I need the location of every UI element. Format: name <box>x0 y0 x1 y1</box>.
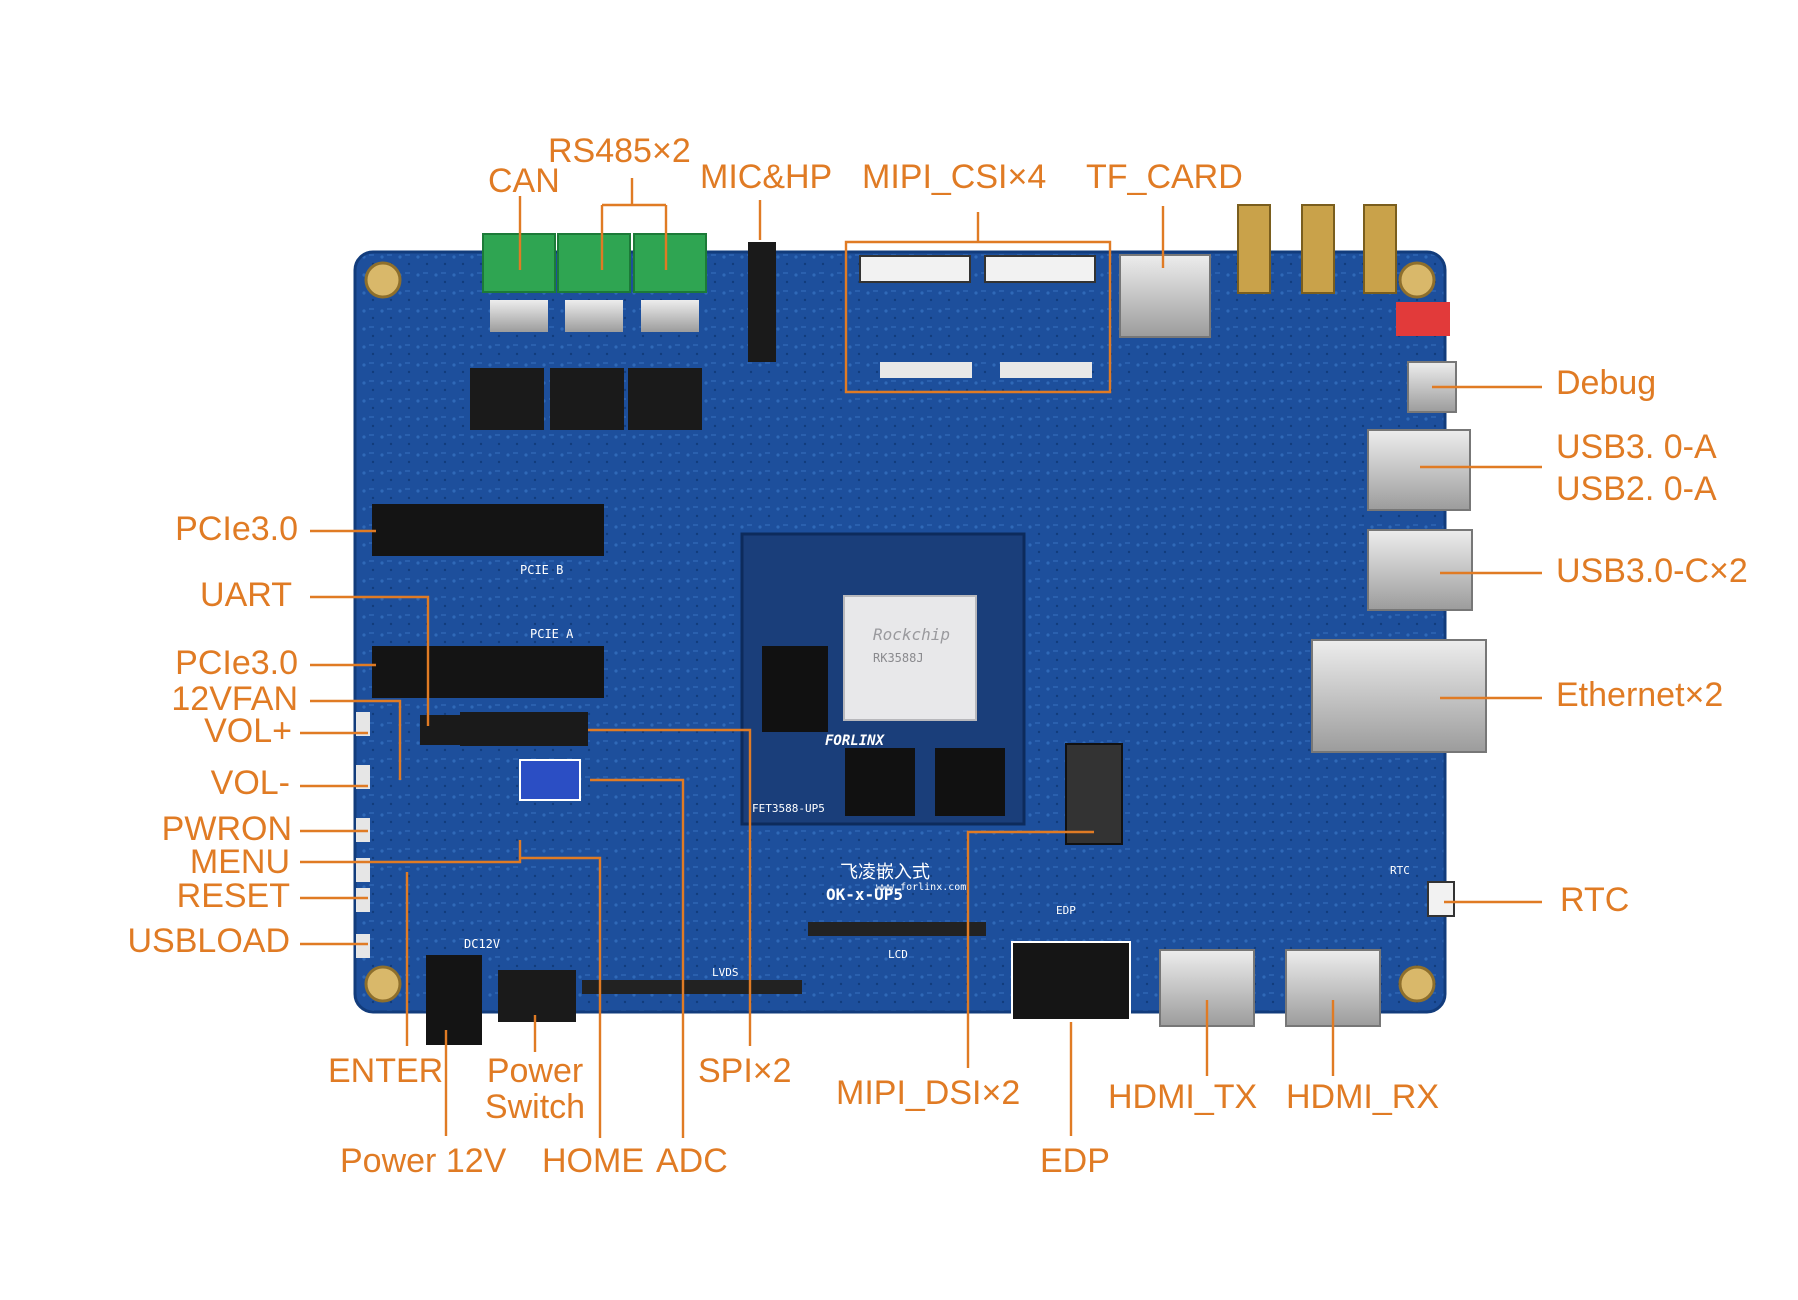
antenna-connectors <box>1237 204 1397 294</box>
label-power12v: Power 12V <box>340 1142 507 1180</box>
label-rs485: RS485×2 <box>548 132 691 170</box>
mipi-dsi-connectors <box>1065 743 1123 845</box>
label-hdmi-tx: HDMI_TX <box>1108 1078 1258 1116</box>
label-mipi-dsi: MIPI_DSI×2 <box>836 1074 1021 1112</box>
mount-hole <box>1398 965 1436 1003</box>
label-usb30c: USB3.0-C×2 <box>1556 552 1748 590</box>
adc-pot <box>519 759 581 801</box>
label-adc: ADC <box>656 1142 728 1180</box>
rtc-connector <box>1427 881 1455 917</box>
mount-hole <box>364 965 402 1003</box>
label-pcie-b: PCIe3.0 <box>175 510 298 548</box>
mount-hole <box>364 261 402 299</box>
board-brand: 飞凌嵌入式 <box>840 862 930 883</box>
power-jack <box>426 955 482 1045</box>
lvds-header <box>582 980 802 994</box>
label-reset: RESET <box>176 877 290 915</box>
label-spi: SPI×2 <box>698 1052 792 1090</box>
spi-header <box>460 712 588 746</box>
mic-hp-jack <box>748 242 776 362</box>
silk-pcie-a: PCIE A <box>530 627 574 641</box>
emmc-chip <box>845 748 915 816</box>
board-website: www.forlinx.com <box>876 882 966 893</box>
mipi-csi-connectors <box>859 255 1096 378</box>
pcie-a-slot <box>372 646 604 698</box>
label-menu: MENU <box>189 843 290 881</box>
ddr-chip <box>935 748 1005 816</box>
label-vol-up: VOL+ <box>204 712 292 750</box>
label-edp: EDP <box>1040 1142 1110 1180</box>
pcie-b-slot <box>372 504 604 556</box>
label-power-switch: Power Switch <box>470 1052 600 1126</box>
silk-dc12v: DC12V <box>464 937 500 951</box>
chip-brand: Rockchip <box>873 625 950 644</box>
label-power-switch-line2: Switch <box>484 1087 586 1126</box>
tf-card-slot <box>1119 254 1211 338</box>
label-mic-hp: MIC&HP <box>700 158 833 196</box>
usb-c-ports <box>1367 529 1473 611</box>
label-home: HOME <box>542 1142 644 1180</box>
lcd-header <box>808 922 986 936</box>
usb-a-stack <box>1367 429 1471 511</box>
silk-rtc: RTC <box>1390 864 1410 877</box>
label-usb20a: USB2. 0-A <box>1556 470 1717 508</box>
label-pcie-a: PCIe3.0 <box>175 644 298 682</box>
label-ethernet: Ethernet×2 <box>1556 676 1724 714</box>
terminal-blocks <box>470 233 707 430</box>
leader-lines <box>300 178 1542 1138</box>
silk-lvds: LVDS <box>712 966 739 979</box>
label-debug: Debug <box>1556 364 1657 402</box>
power-switch <box>498 970 576 1022</box>
label-power-switch-line1: Power <box>486 1052 584 1090</box>
som-brand: FORLINX <box>825 733 886 749</box>
mount-hole <box>1398 261 1436 299</box>
label-usbload: USBLOAD <box>127 922 291 960</box>
label-pwron: PWRON <box>161 810 292 848</box>
edp-connector <box>1011 941 1131 1021</box>
label-can: CAN <box>488 162 560 200</box>
label-hdmi-rx: HDMI_RX <box>1286 1078 1440 1116</box>
silk-pcie-b: PCIE B <box>520 563 563 577</box>
label-mipi-csi: MIPI_CSI×4 <box>862 158 1047 196</box>
label-vol-down: VOL- <box>210 764 290 802</box>
uart-header <box>420 715 464 745</box>
ddr-chip <box>762 646 828 732</box>
label-uart: UART <box>200 576 292 614</box>
label-12vfan: 12VFAN <box>171 680 298 718</box>
label-rtc: RTC <box>1560 881 1630 919</box>
label-enter: ENTER <box>328 1052 444 1090</box>
hdmi-tx-port <box>1159 949 1255 1027</box>
chip-model: RK3588J <box>873 651 924 665</box>
label-tf-card: TF_CARD <box>1086 158 1243 196</box>
side-buttons <box>356 712 370 958</box>
debug-connector <box>1396 302 1450 336</box>
label-usb30a: USB3. 0-A <box>1556 428 1717 466</box>
silk-edp: EDP <box>1056 904 1076 917</box>
ethernet-ports <box>1311 639 1487 753</box>
silk-lcd: LCD <box>888 948 908 961</box>
soc-chip <box>843 595 977 721</box>
board-model: OK-x-UP5 <box>826 885 903 904</box>
som-model: FET3588-UP5 <box>752 802 825 815</box>
